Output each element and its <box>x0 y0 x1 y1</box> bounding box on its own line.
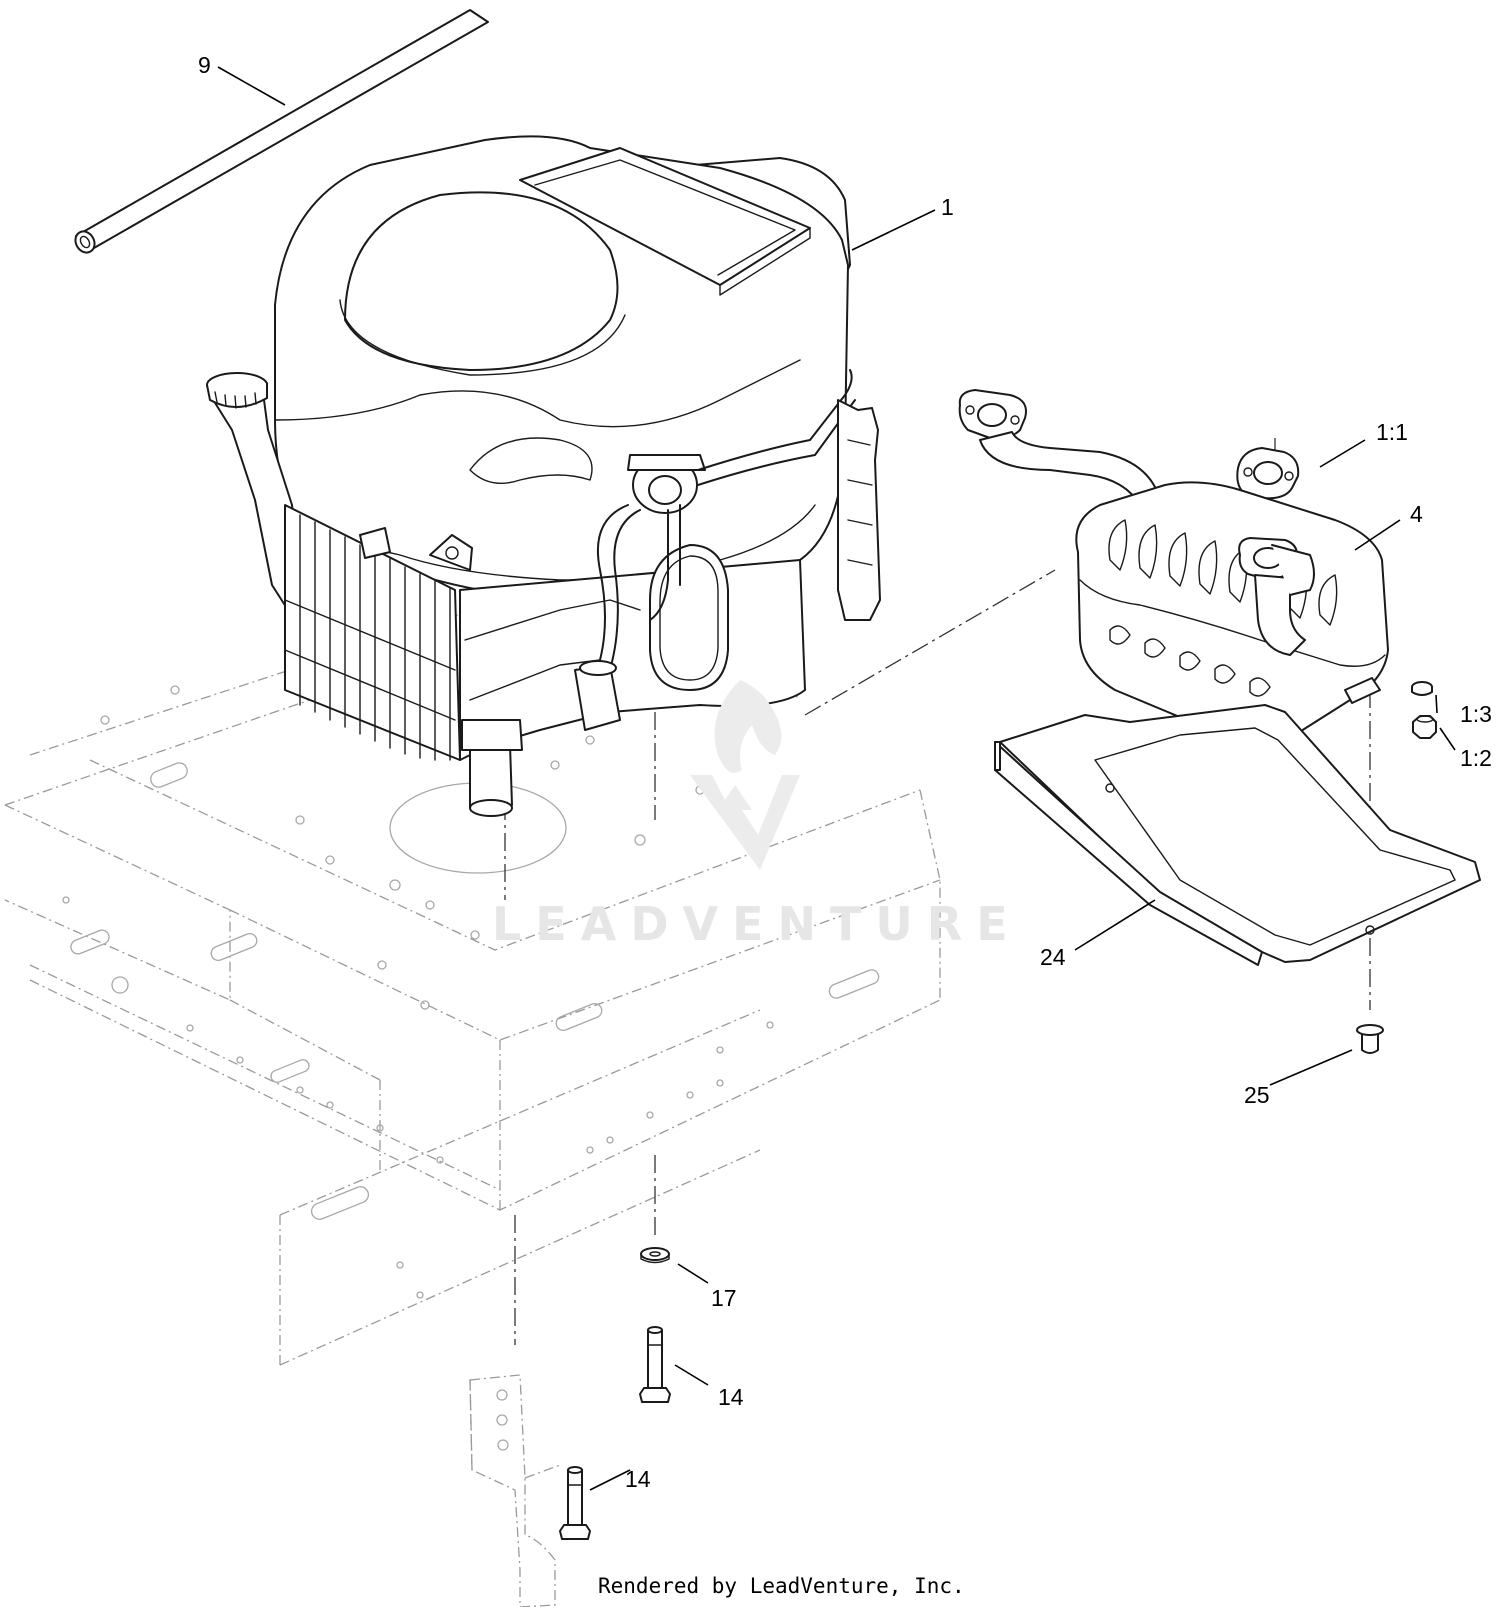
callout-1-1: 1:1 <box>1376 419 1408 445</box>
callout-17: 17 <box>711 1285 737 1311</box>
mount-bracket <box>469 1374 561 1607</box>
callout-14-lower: 14 <box>625 1466 651 1492</box>
engine <box>206 135 881 817</box>
washer-17 <box>640 1247 670 1264</box>
chevron-logo-icon <box>690 775 800 870</box>
callout-25: 25 <box>1244 1082 1270 1108</box>
bolt-14-lower <box>559 1466 591 1540</box>
callout-1: 1 <box>941 194 954 220</box>
render-credit: Rendered by LeadVenture, Inc. <box>598 1574 965 1598</box>
callout-9: 9 <box>198 52 211 78</box>
heat-shield <box>994 704 1481 966</box>
callout-1-2: 1:2 <box>1460 745 1492 771</box>
callout-14-upper: 14 <box>718 1384 744 1410</box>
muffler <box>958 389 1389 746</box>
callout-labels: 9 1 1:1 4 1:3 1:2 24 25 17 14 14 <box>198 52 1492 1492</box>
flame-icon <box>714 680 782 773</box>
washer-1-3 <box>1411 681 1433 696</box>
watermark-text: LEADVENTURE <box>492 897 1022 951</box>
gasket <box>1236 447 1300 500</box>
callout-1-3: 1:3 <box>1460 701 1492 727</box>
bolt-14-upper <box>639 1326 671 1403</box>
hose-tube <box>74 9 489 254</box>
leader-lines <box>217 66 1456 1491</box>
callout-4: 4 <box>1410 501 1423 527</box>
leadventure-watermark: LEADVENTURE <box>492 680 1022 951</box>
screw-25 <box>1356 1024 1384 1054</box>
nut-1-2 <box>1412 715 1437 739</box>
callout-24: 24 <box>1040 944 1066 970</box>
